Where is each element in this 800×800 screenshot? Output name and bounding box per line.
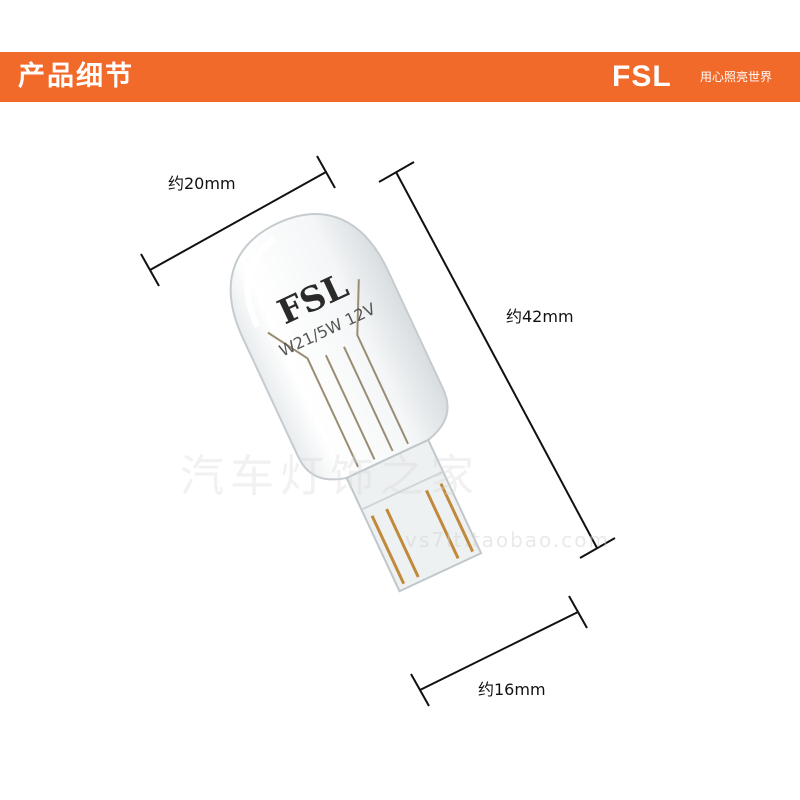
filament-wires [267, 279, 409, 468]
brand-logo: FSL [612, 60, 672, 93]
brand-slogan: 用心照亮世界 [700, 70, 773, 84]
base-dimension-label: 约16mm [478, 680, 546, 699]
section-title: 产品细节 [18, 61, 134, 92]
wedge-base [345, 438, 483, 593]
header-banner: 产品细节 FSL 用心照亮世界 [0, 52, 800, 102]
watermark-url: vs7lt.taobao.com [405, 528, 610, 552]
height-dimension-label: 约42mm [506, 307, 574, 326]
dimension-lines [140, 155, 616, 707]
contact-wires [370, 483, 474, 585]
bulb: FSL W21/5W 12V [229, 213, 483, 593]
width-dimension-label: 约20mm [168, 174, 236, 193]
watermark-text: 汽车灯饰之家 [180, 451, 480, 502]
